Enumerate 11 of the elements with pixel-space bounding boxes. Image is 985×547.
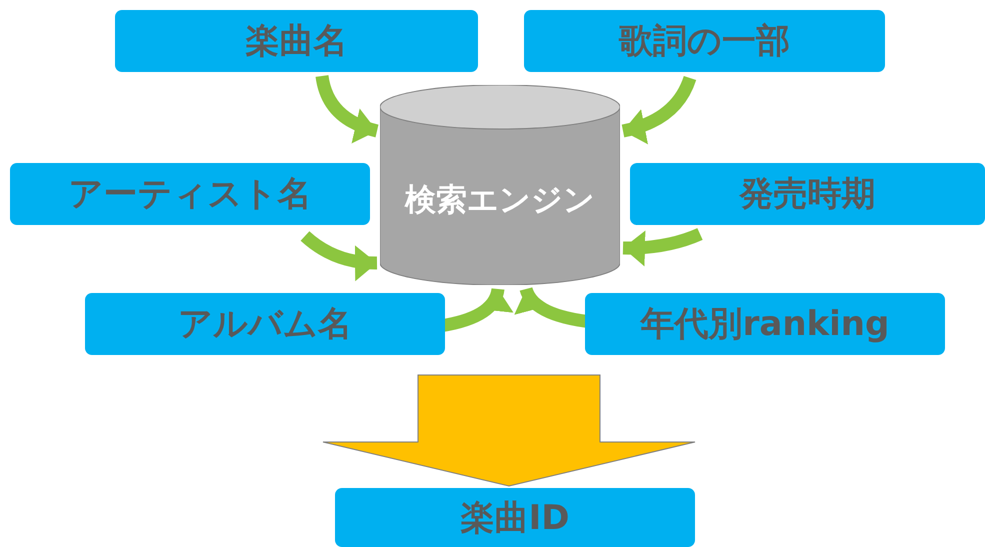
input-box: アーティスト名 — [10, 163, 370, 225]
curved-arrow — [622, 228, 703, 266]
curved-arrow — [300, 231, 378, 281]
input-box: 楽曲名 — [115, 10, 478, 72]
input-box: 楽曲ID — [335, 488, 695, 547]
input-box: 歌詞の一部 — [524, 10, 885, 72]
block-arrow — [322, 374, 696, 487]
engine-label: 検索エンジン — [405, 181, 595, 220]
input-box: 発売時期 — [630, 163, 985, 225]
input-box: 年代別ranking — [585, 293, 945, 355]
input-box: アルバム名 — [85, 293, 445, 355]
